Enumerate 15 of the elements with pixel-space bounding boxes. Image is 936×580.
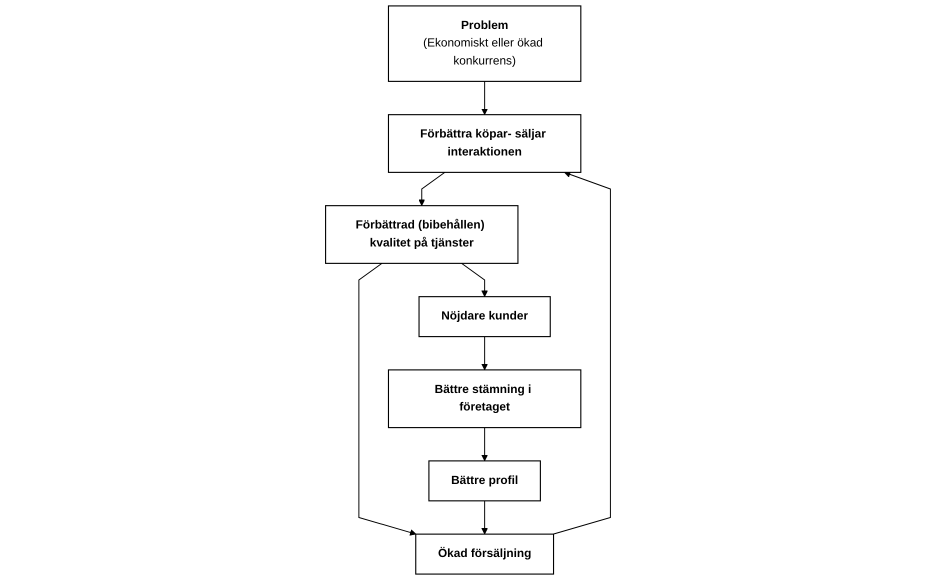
node-box: Bättre profil [428,460,541,502]
arrow [481,500,488,534]
arrow [481,336,488,370]
node-box: Förbättrad (bibehållen) kvalitet på tjänster [325,205,518,264]
node-box: Ökad försäljning [415,534,554,575]
node-box: Förbättra köpar- säljar interaktionen [388,114,582,173]
arrow [418,172,446,206]
arrow [358,262,416,536]
arrow [461,262,488,297]
arrow [481,427,488,462]
node-box: Nöjdare kunder [418,296,551,338]
node-box: Problem (Ekonomiskt eller ökad konkurrens) [388,5,582,82]
arrow [552,171,611,535]
arrow [481,80,488,115]
node-box: Bättre stämning i företaget [388,369,582,428]
